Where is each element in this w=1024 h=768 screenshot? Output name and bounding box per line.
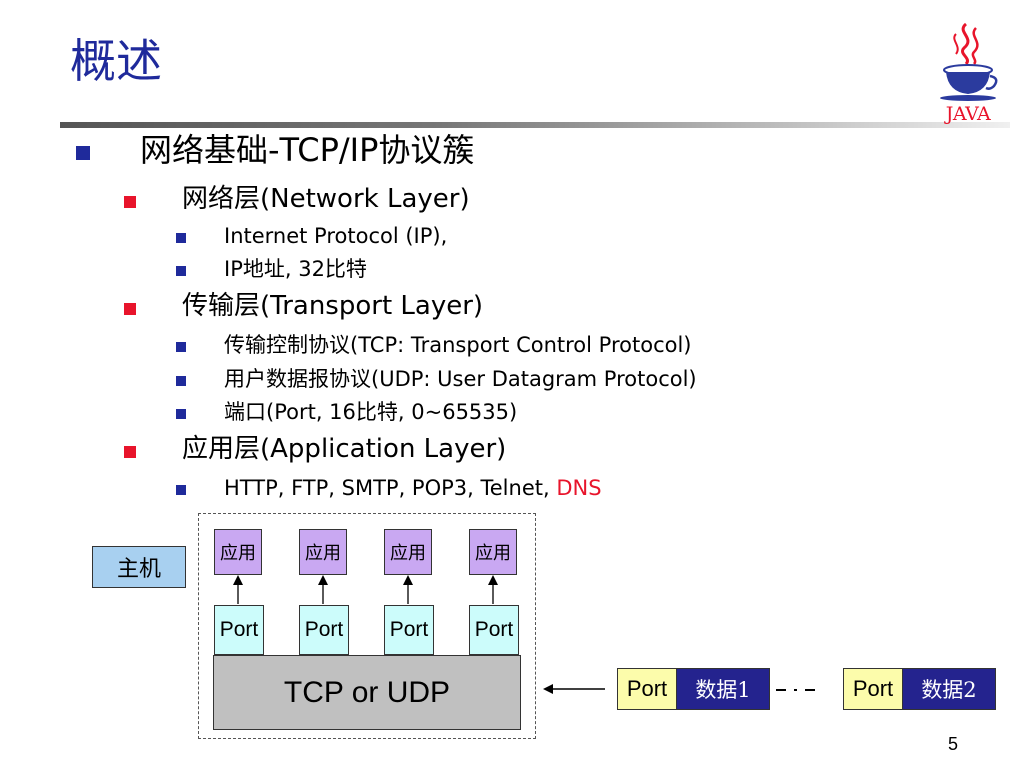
app-box: 应用 [214,529,262,575]
app-box: 应用 [469,529,517,575]
network-layer-heading: 网络层(Network Layer) [182,184,470,214]
outline-level1: 网络基础-TCP/IP协议簇 [140,131,475,169]
transport-layer-heading: 传输层(Transport Layer) [182,291,484,321]
host-label: 主机 [92,546,186,588]
bullet-l3 [176,409,186,419]
bullet-l3 [176,233,186,243]
packet2-data: 数据2 [902,668,996,710]
network-layer-item: IP地址, 32比特 [224,257,367,281]
application-layer-item: HTTP, FTP, SMTP, POP3, Telnet, DNS [224,478,602,499]
app-box: 应用 [384,529,432,575]
protocol-dns: DNS [556,476,602,500]
protocol-list: HTTP, FTP, SMTP, POP3, Telnet, [224,476,557,500]
slide-title: 概述 [70,34,162,88]
bullet-l3 [176,485,186,495]
transport-layer-item: 传输控制协议(TCP: Transport Control Protocol) [224,333,692,357]
bullet-l3 [176,376,186,386]
java-logo-text: JAVA [944,103,991,125]
host-boundary [198,513,536,739]
title-divider [60,122,1010,128]
bullet-l1 [76,146,90,160]
java-logo: JAVA [932,18,1004,126]
page-number: 5 [948,734,959,754]
packet1-port: Port [617,668,677,710]
transport-box: TCP or UDP [213,655,521,730]
port-box: Port [384,605,434,655]
port-box: Port [469,605,519,655]
port-box: Port [299,605,349,655]
packet2-port: Port [843,668,903,710]
packet1-data: 数据1 [676,668,770,710]
network-layer-item: Internet Protocol (IP), [224,224,448,248]
application-layer-heading: 应用层(Application Layer) [182,434,507,464]
bullet-l3 [176,266,186,276]
transport-layer-item: 端口(Port, 16比特, 0~65535) [224,400,518,424]
bullet-l2 [124,446,136,458]
bullet-l2 [124,196,136,208]
port-box: Port [214,605,264,655]
app-box: 应用 [299,529,347,575]
bullet-l3 [176,342,186,352]
transport-layer-item: 用户数据报协议(UDP: User Datagram Protocol) [224,367,697,391]
bullet-l2 [124,303,136,315]
java-cup-icon: JAVA [940,22,998,125]
